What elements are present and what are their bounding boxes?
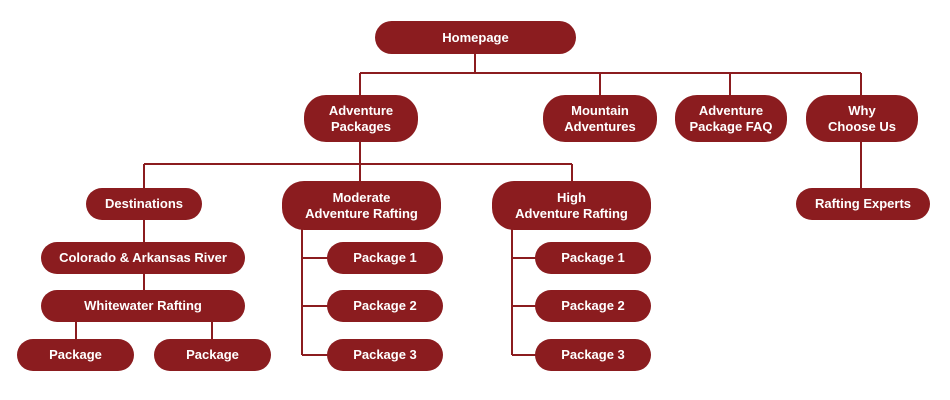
node-colorado-arkansas-river[interactable]: Colorado & Arkansas River xyxy=(41,242,245,274)
node-high-package-1[interactable]: Package 1 xyxy=(535,242,651,274)
node-moderate-package-2[interactable]: Package 2 xyxy=(327,290,443,322)
node-whitewater-package-1-label: Package xyxy=(49,347,102,362)
node-high-package-2[interactable]: Package 2 xyxy=(535,290,651,322)
node-moderate-package-3[interactable]: Package 3 xyxy=(327,339,443,371)
node-rafting-experts[interactable]: Rafting Experts xyxy=(796,188,930,220)
node-moderate-package-1[interactable]: Package 1 xyxy=(327,242,443,274)
node-moderate-package-1-label: Package 1 xyxy=(353,250,417,265)
node-moderate-package-2-label: Package 2 xyxy=(353,298,417,313)
node-destinations[interactable]: Destinations xyxy=(86,188,202,220)
node-high-package-3-label: Package 3 xyxy=(561,347,625,362)
node-destinations-label: Destinations xyxy=(104,196,183,211)
node-homepage-label: Homepage xyxy=(442,29,509,45)
node-whitewater-package-1[interactable]: Package xyxy=(17,339,134,371)
node-homepage[interactable]: Homepage xyxy=(375,21,576,54)
node-whitewater-package-2-label: Package xyxy=(186,347,239,362)
node-whitewater-rafting[interactable]: Whitewater Rafting xyxy=(41,290,245,322)
node-high-package-2-label: Package 2 xyxy=(561,298,625,313)
node-whitewater-rafting-label: Whitewater Rafting xyxy=(84,298,202,313)
node-moderate-package-3-label: Package 3 xyxy=(353,347,417,362)
node-high-package-1-label: Package 1 xyxy=(561,250,625,265)
node-colorado-arkansas-river-label: Colorado & Arkansas River xyxy=(59,250,227,265)
node-whitewater-package-2[interactable]: Package xyxy=(154,339,271,371)
node-high-package-3[interactable]: Package 3 xyxy=(535,339,651,371)
node-rafting-experts-label: Rafting Experts xyxy=(814,196,912,211)
